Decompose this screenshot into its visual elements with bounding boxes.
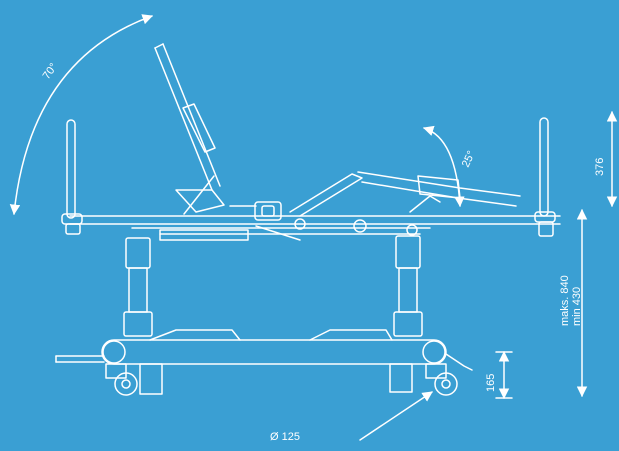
backrest-angle-label: 70°: [41, 61, 60, 82]
main-frame: [69, 215, 561, 235]
backrest-section: [154, 43, 225, 215]
seat-mechanism: [159, 201, 418, 241]
height-max-label: maks. 840: [559, 275, 571, 326]
height-min-label: min 430: [571, 287, 583, 326]
legrest-section: [289, 171, 521, 217]
legrest-angle-label: 25°: [460, 149, 478, 169]
castor-foot: [389, 363, 458, 396]
ground-clearance-label: 165: [485, 374, 497, 392]
castor-head: [105, 363, 163, 396]
head-lift-column: [123, 237, 153, 337]
foot-lift-column: [393, 235, 423, 337]
wheel-diameter-leader: [359, 391, 433, 441]
base-frame: [55, 329, 473, 371]
head-rail-post: [61, 119, 83, 235]
wheel-diameter-label: Ø 125: [270, 431, 300, 443]
rail-height-label: 376: [594, 158, 606, 176]
foot-rail-post: [534, 117, 556, 237]
backrest-angle-arc: [9, 14, 153, 216]
